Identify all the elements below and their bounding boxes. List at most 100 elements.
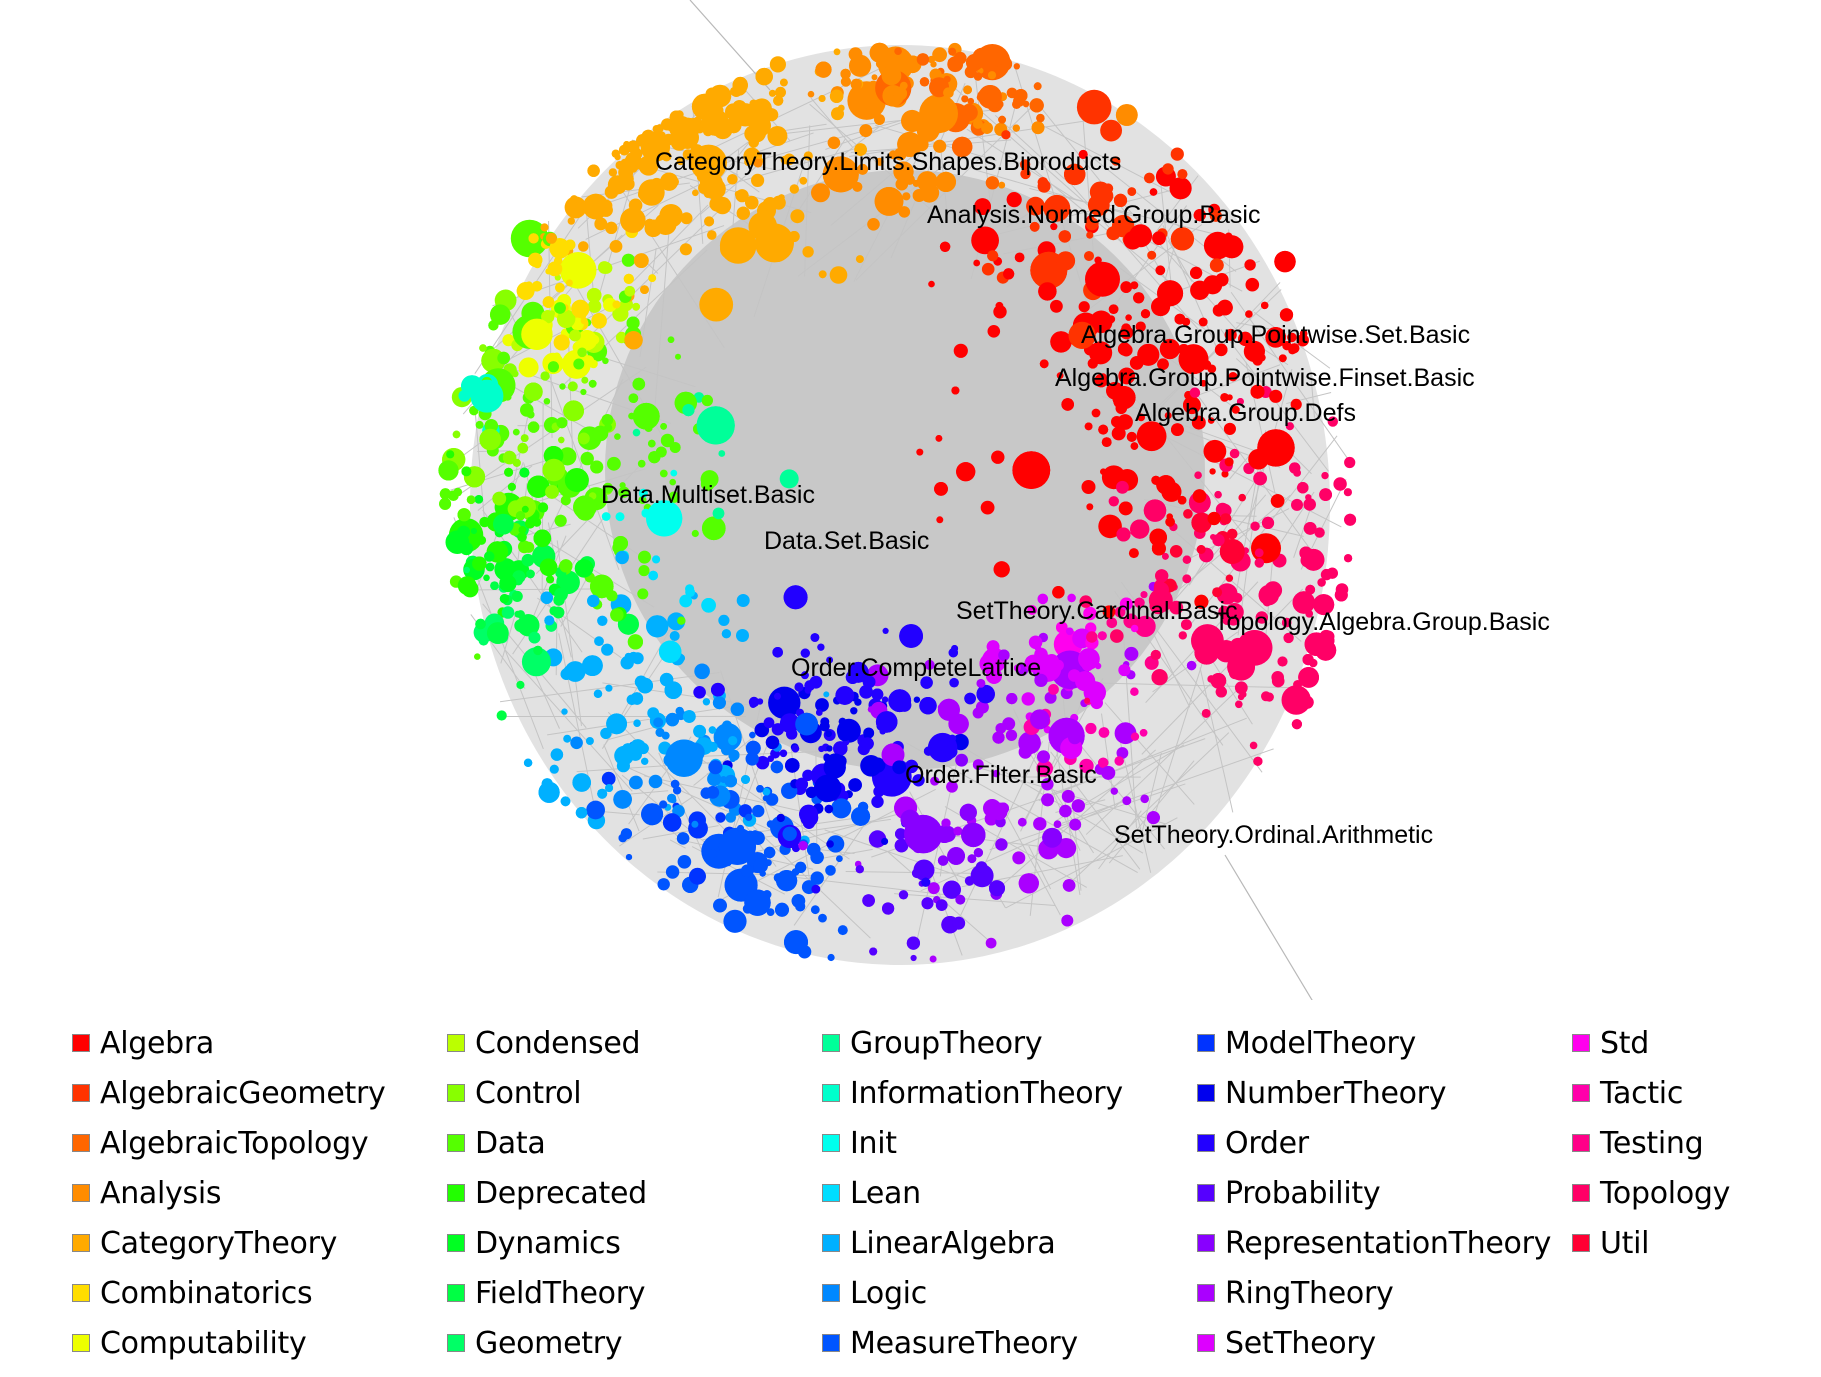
graph-node bbox=[1157, 358, 1169, 371]
graph-node bbox=[1108, 304, 1119, 315]
graph-node bbox=[546, 575, 555, 584]
graph-node bbox=[1149, 528, 1167, 547]
graph-node bbox=[959, 803, 977, 822]
graph-node bbox=[1279, 308, 1294, 322]
legend-item: Std bbox=[1572, 1018, 1730, 1068]
graph-node bbox=[1220, 393, 1229, 402]
graph-node bbox=[439, 497, 452, 510]
legend-swatch bbox=[1197, 1334, 1215, 1352]
node-label-order-completelattice: Order.CompleteLattice bbox=[791, 654, 1041, 682]
graph-node bbox=[629, 775, 643, 790]
graph-node bbox=[648, 774, 663, 789]
graph-node bbox=[995, 723, 1007, 734]
graph-edge bbox=[905, 742, 1138, 874]
graph-node bbox=[661, 118, 674, 131]
graph-node bbox=[601, 771, 616, 786]
legend-swatch bbox=[1197, 1234, 1215, 1252]
graph-node bbox=[512, 428, 520, 436]
graph-node bbox=[732, 100, 747, 115]
graph-node bbox=[768, 89, 777, 97]
legend-item: Deprecated bbox=[447, 1168, 647, 1218]
graph-node bbox=[623, 141, 630, 148]
graph-node bbox=[1134, 597, 1145, 608]
graph-node bbox=[1209, 209, 1222, 222]
graph-node bbox=[560, 668, 573, 680]
graph-node bbox=[1302, 654, 1314, 666]
graph-node bbox=[676, 126, 699, 149]
graph-node bbox=[731, 86, 742, 97]
graph-node bbox=[874, 187, 904, 216]
graph-edge bbox=[786, 721, 811, 887]
graph-node bbox=[749, 731, 756, 739]
graph-node bbox=[1118, 501, 1133, 516]
graph-node bbox=[826, 840, 834, 848]
graph-node bbox=[1094, 355, 1103, 364]
legend-item: Computability bbox=[72, 1318, 385, 1368]
graph-node bbox=[1094, 373, 1108, 388]
graph-node bbox=[1303, 498, 1316, 511]
graph-node bbox=[1101, 766, 1116, 780]
graph-node bbox=[973, 848, 984, 858]
graph-node bbox=[704, 216, 715, 227]
graph-node bbox=[1321, 472, 1329, 480]
graph-node bbox=[920, 676, 933, 689]
graph-node bbox=[1061, 398, 1074, 411]
graph-node bbox=[688, 818, 708, 839]
graph-node bbox=[875, 711, 898, 733]
graph-node bbox=[679, 594, 693, 608]
graph-node bbox=[572, 773, 591, 792]
graph-node bbox=[637, 677, 653, 694]
graph-node bbox=[1285, 422, 1294, 431]
legend-label: Computability bbox=[100, 1325, 307, 1361]
graph-node bbox=[1065, 627, 1074, 636]
graph-node bbox=[804, 686, 812, 694]
graph-node bbox=[638, 488, 648, 498]
graph-node bbox=[899, 81, 908, 90]
graph-node bbox=[871, 74, 878, 81]
graph-node bbox=[1110, 787, 1118, 795]
graph-node bbox=[1231, 405, 1240, 414]
graph-node bbox=[1098, 424, 1109, 435]
legend-label: Condensed bbox=[475, 1025, 641, 1061]
graph-node bbox=[1299, 546, 1313, 560]
graph-node bbox=[561, 708, 568, 715]
graph-node bbox=[779, 469, 799, 489]
graph-node bbox=[1146, 811, 1160, 825]
graph-node bbox=[1137, 413, 1145, 422]
graph-node bbox=[452, 430, 461, 439]
graph-node bbox=[1118, 367, 1135, 385]
graph-node bbox=[1283, 632, 1294, 644]
graph-node bbox=[1110, 629, 1124, 643]
graph-node bbox=[764, 237, 790, 262]
graph-node bbox=[923, 746, 934, 756]
graph-node bbox=[919, 94, 958, 134]
legend-swatch bbox=[1197, 1184, 1215, 1202]
graph-node bbox=[1314, 527, 1325, 538]
graph-node bbox=[1101, 437, 1112, 447]
graph-node bbox=[818, 270, 827, 279]
graph-node bbox=[528, 252, 543, 267]
graph-node bbox=[550, 748, 564, 761]
graph-node bbox=[605, 221, 618, 234]
graph-node bbox=[594, 217, 608, 231]
graph-node bbox=[1217, 299, 1233, 316]
graph-edge bbox=[933, 69, 1110, 225]
graph-node bbox=[1012, 124, 1020, 132]
graph-node bbox=[511, 590, 523, 602]
graph-node bbox=[598, 579, 612, 594]
graph-node bbox=[673, 786, 682, 795]
graph-node bbox=[1164, 412, 1172, 419]
legend-item: AlgebraicTopology bbox=[72, 1118, 385, 1168]
graph-node bbox=[1061, 805, 1070, 814]
graph-node bbox=[780, 78, 788, 87]
graph-node bbox=[570, 736, 583, 750]
graph-node bbox=[1056, 251, 1076, 271]
graph-node bbox=[1084, 422, 1093, 431]
graph-node bbox=[532, 517, 542, 527]
graph-node bbox=[932, 47, 947, 63]
graph-node bbox=[559, 251, 597, 289]
graph-node bbox=[727, 174, 738, 185]
node-label-analysis-normed-group: Analysis.Normed.Group.Basic bbox=[927, 201, 1260, 229]
legend-item: Probability bbox=[1197, 1168, 1551, 1218]
